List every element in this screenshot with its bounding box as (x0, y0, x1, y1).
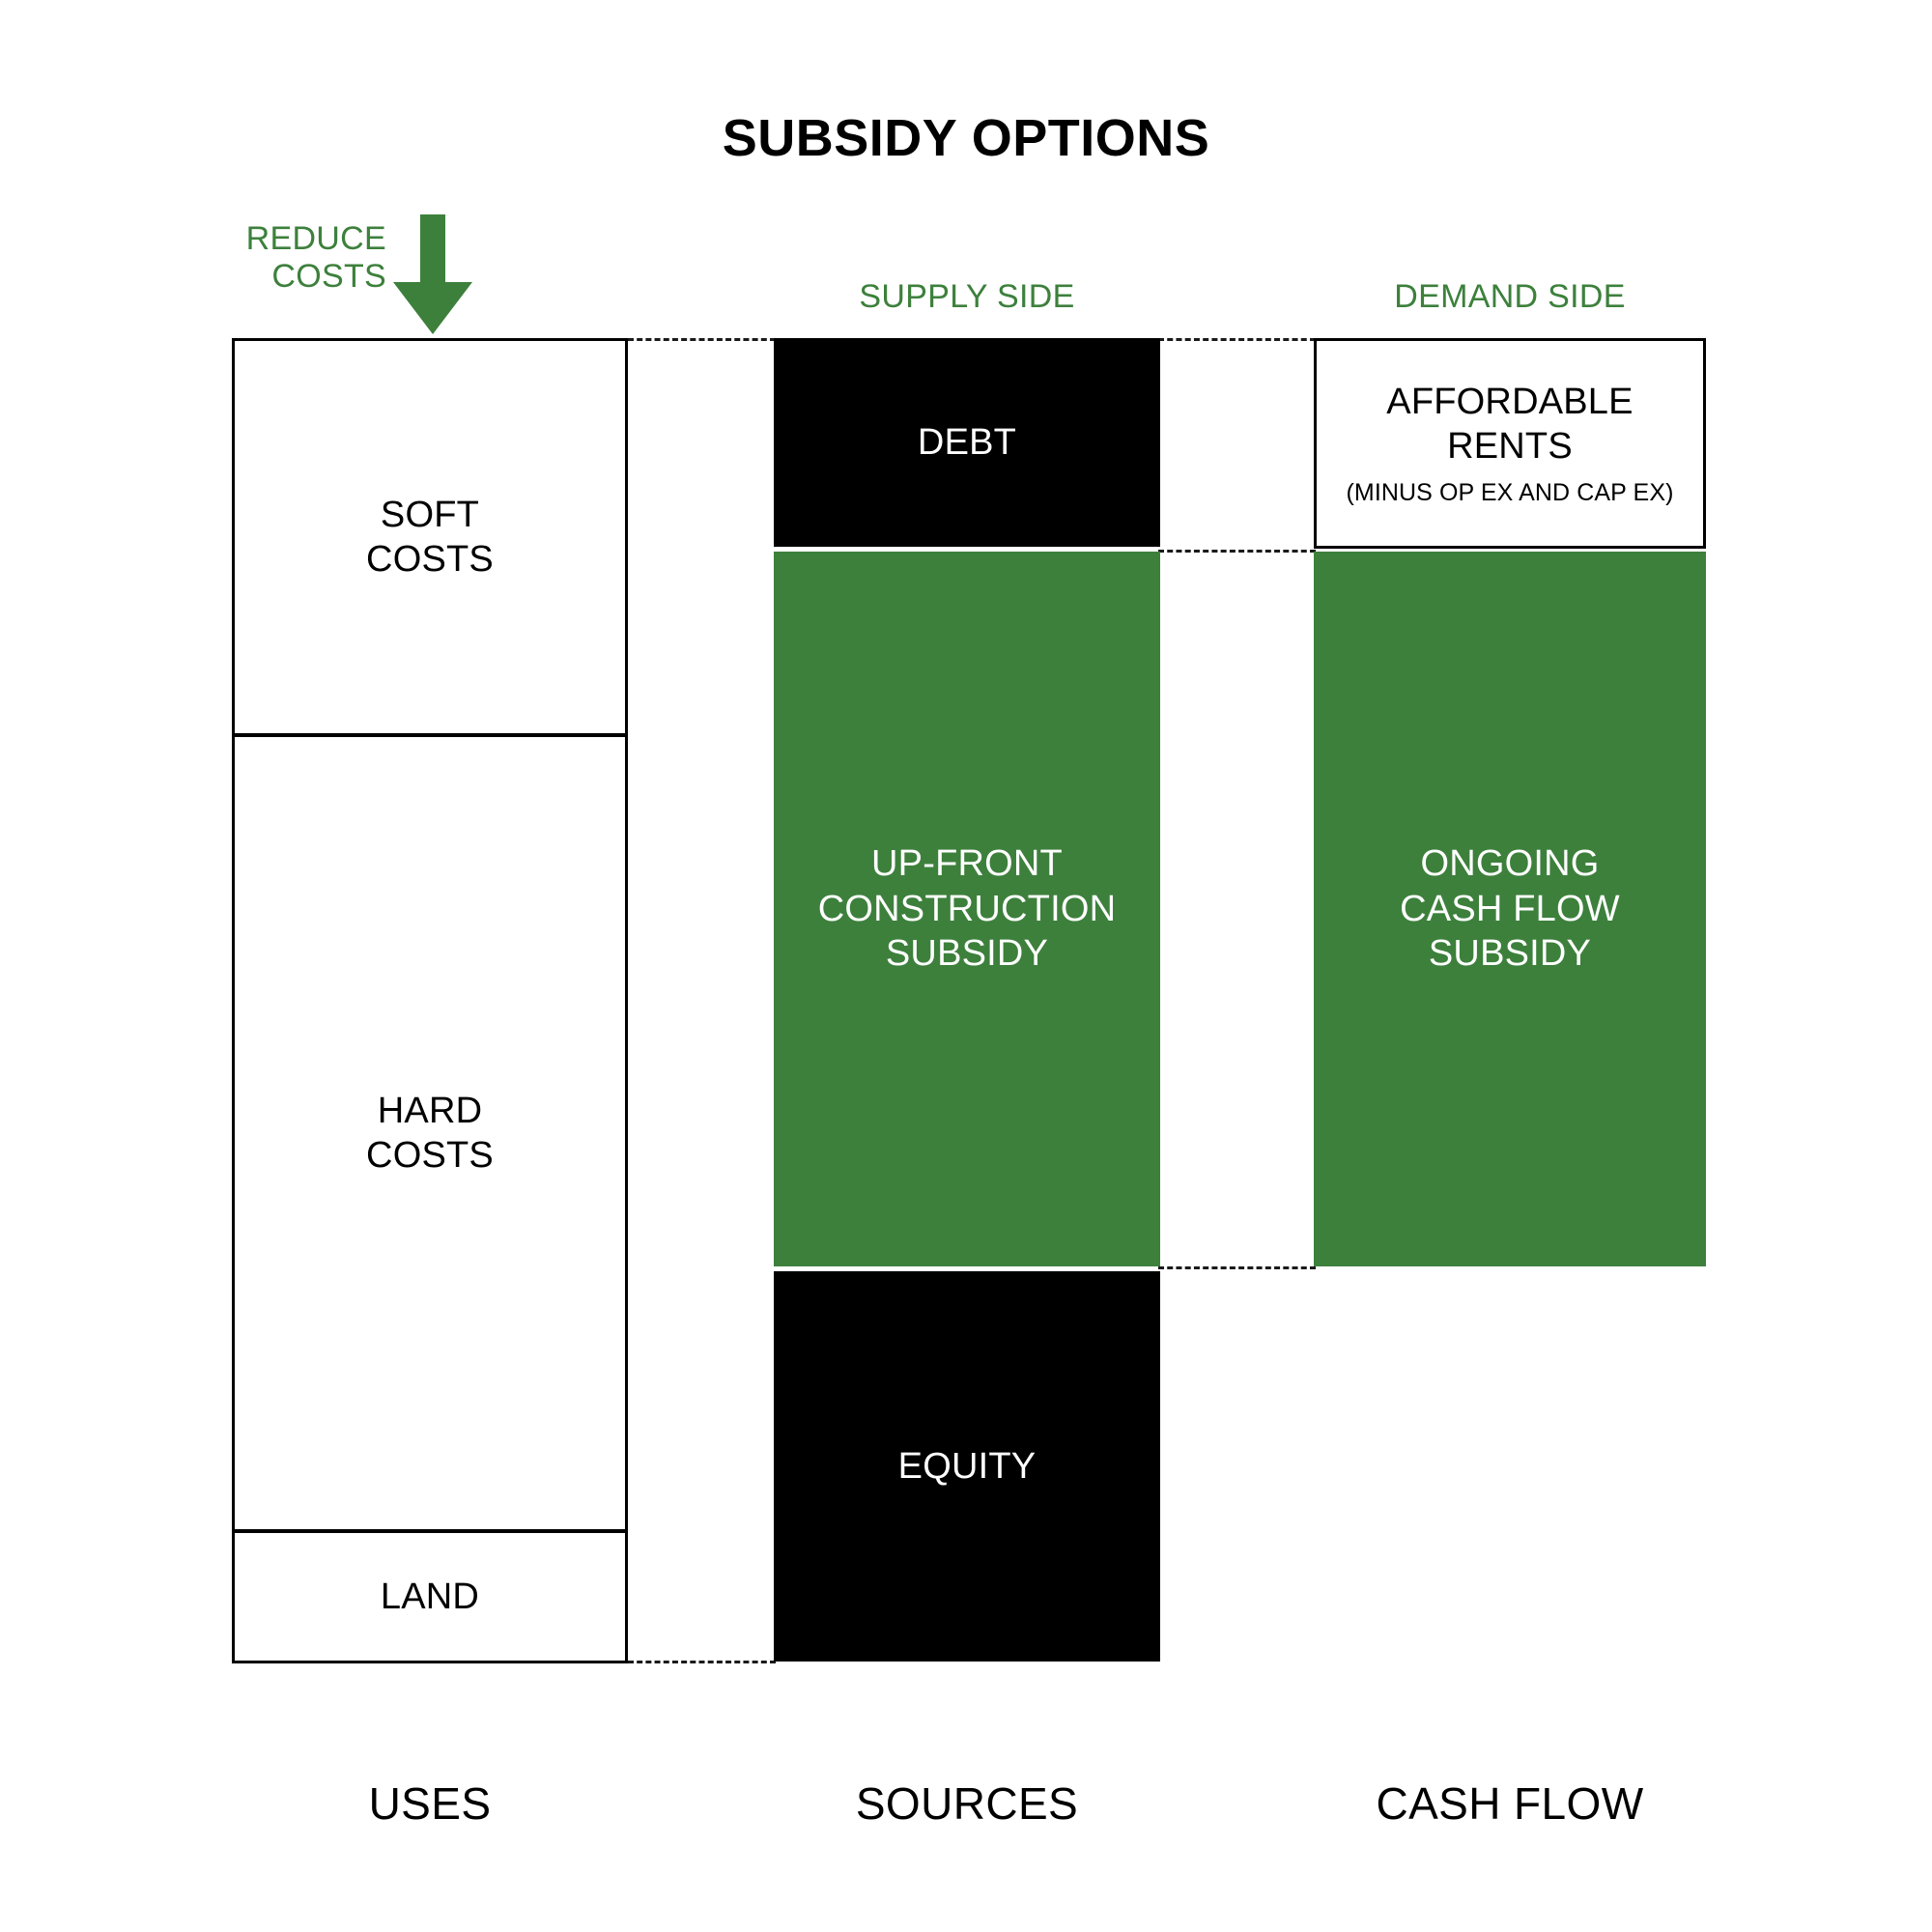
block-affordable-rents[interactable]: AFFORDABLE RENTS (MINUS OP EX AND CAP EX… (1314, 338, 1706, 549)
block-debt[interactable]: DEBT (774, 338, 1160, 547)
block-debt-label: DEBT (917, 421, 1017, 463)
block-ongoing-cash-flow-subsidy[interactable]: ONGOING CASH FLOW SUBSIDY (1314, 552, 1706, 1266)
connector-dashed-uses-sources-bottom (628, 1661, 776, 1663)
caption-cash-flow: CASH FLOW (1376, 1778, 1644, 1829)
block-equity-label: EQUITY (897, 1445, 1037, 1487)
caption-sources: SOURCES (855, 1778, 1079, 1829)
block-upfront-construction-subsidy[interactable]: UP-FRONT CONSTRUCTION SUBSIDY (774, 552, 1160, 1266)
connector-dashed-sources-cash-green (1158, 1266, 1316, 1269)
block-affordable-rents-sublabel: (MINUS OP EX AND CAP EX) (1346, 479, 1674, 507)
block-soft-costs-label: SOFT COSTS (366, 494, 494, 580)
page-title: SUBSIDY OPTIONS (722, 109, 1210, 167)
block-equity[interactable]: EQUITY (774, 1271, 1160, 1662)
block-land-label: LAND (380, 1576, 480, 1617)
connector-dashed-sources-cash-mid (1158, 550, 1316, 553)
label-demand-side: DEMAND SIDE (1394, 278, 1626, 315)
down-arrow-icon (393, 214, 472, 334)
connector-dashed-uses-sources-top (628, 338, 776, 341)
block-hard-costs-label: HARD COSTS (366, 1090, 494, 1176)
block-hard-costs[interactable]: HARD COSTS (232, 734, 628, 1532)
caption-uses: USES (368, 1778, 492, 1829)
label-supply-side: SUPPLY SIDE (859, 278, 1075, 315)
connector-dashed-sources-cash-top (1158, 338, 1316, 341)
label-reduce-costs: REDUCE COSTS (245, 220, 386, 296)
block-affordable-rents-label: AFFORDABLE RENTS (1386, 381, 1634, 467)
block-ongoing-cash-flow-subsidy-label: ONGOING CASH FLOW SUBSIDY (1400, 843, 1620, 975)
block-soft-costs[interactable]: SOFT COSTS (232, 338, 628, 736)
block-upfront-construction-subsidy-label: UP-FRONT CONSTRUCTION SUBSIDY (817, 843, 1117, 975)
block-land[interactable]: LAND (232, 1530, 628, 1663)
